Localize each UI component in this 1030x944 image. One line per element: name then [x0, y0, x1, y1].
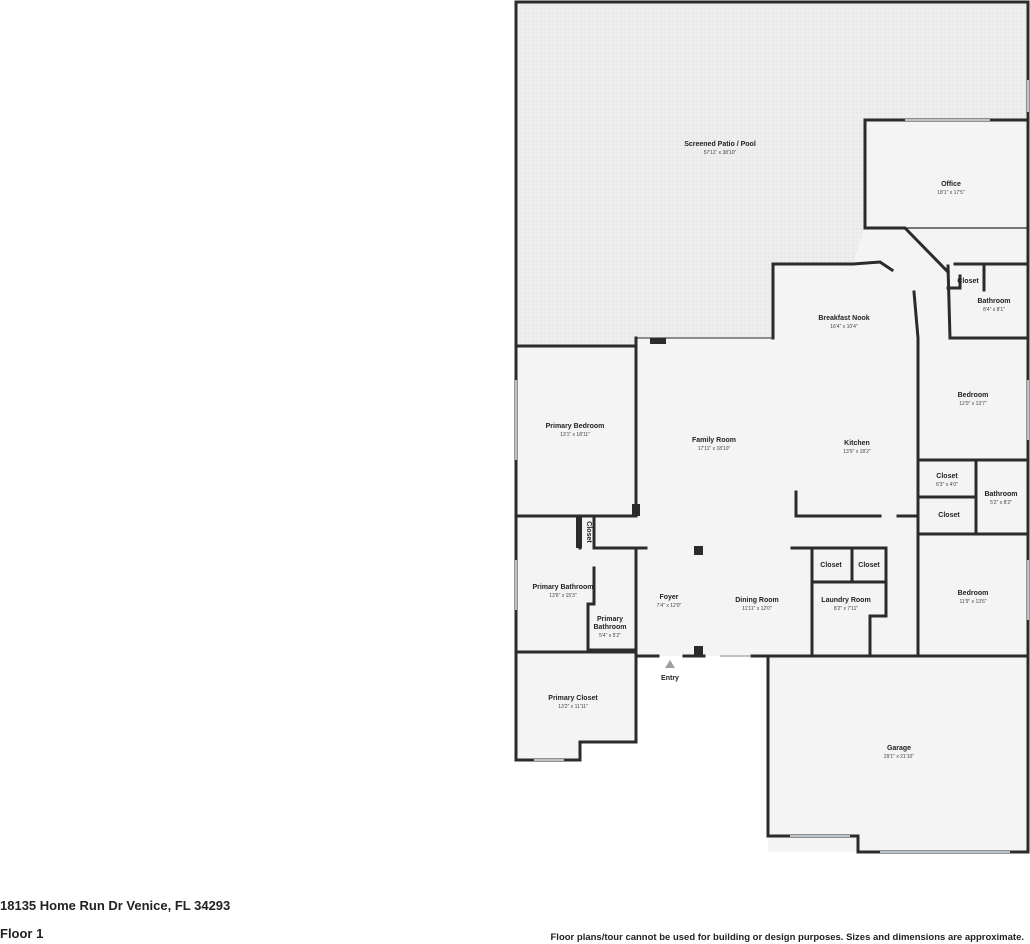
- patio-dimensions: 57'11" x 38'10": [704, 150, 737, 156]
- laundry-room-dimensions: 8'2" x 7'11": [834, 606, 858, 612]
- closet-office-label: Closet: [957, 278, 979, 285]
- closet-2-label: Closet: [936, 473, 958, 480]
- family-room-label: Family Room: [692, 437, 736, 444]
- primary-bathroom-label: Primary Bathroom: [532, 584, 593, 591]
- entry-arrow-icon: [665, 660, 675, 668]
- office-label: Office: [941, 181, 961, 188]
- bathroom-2-dimensions: 5'2" x 8'2": [990, 500, 1012, 506]
- closet-2-dimensions: 6'3" x 4'0": [936, 482, 958, 488]
- foyer-label: Foyer: [659, 594, 678, 601]
- bathroom-1-label: Bathroom: [977, 298, 1010, 305]
- wall-blocks: [576, 338, 703, 656]
- primary-bathroom-dimensions: 13'6" x 15'3": [549, 593, 577, 599]
- entry-label: Entry: [661, 675, 679, 682]
- property-address: 18135 Home Run Dr Venice, FL 34293: [0, 898, 231, 913]
- disclaimer-text: Floor plans/tour cannot be used for buil…: [550, 932, 1025, 943]
- bedroom-1-dimensions: 12'0" x 13'7": [959, 401, 987, 407]
- dining-room-dimensions: 11'11" x 12'0": [742, 606, 772, 612]
- closet-3-label: Closet: [938, 512, 960, 519]
- patio-area: [516, 2, 1028, 346]
- kitchen-dimensions: 13'9" x 18'2": [843, 449, 871, 455]
- primary-bathroom-small-dimensions: 5'4" x 5'2": [599, 633, 621, 639]
- garage-floor: [768, 656, 1028, 852]
- primary-closet-label: Primary Closet: [548, 695, 598, 702]
- bedroom-2-dimensions: 11'9" x 13'6": [959, 599, 986, 605]
- bedroom-1-label: Bedroom: [958, 392, 989, 399]
- dining-room-label: Dining Room: [735, 597, 779, 604]
- nook-label: Breakfast Nook: [818, 315, 869, 322]
- family-room-dimensions: 17'11" x 18'10": [698, 446, 731, 452]
- primary-bathroom-small-label-line1: Primary: [597, 616, 623, 623]
- closet-b-label: Closet: [858, 562, 880, 569]
- kitchen-label: Kitchen: [844, 440, 870, 447]
- bathroom-1-dimensions: 8'4" x 8'1": [983, 307, 1005, 313]
- primary-bedroom-dimensions: 13'1" x 18'11": [560, 432, 590, 438]
- primary-bathroom-small-label-line2: Bathroom: [593, 624, 626, 631]
- primary-bedroom-label: Primary Bedroom: [546, 423, 605, 430]
- nook-dimensions: 16'4" x 10'4": [830, 324, 858, 330]
- interior-floor: [516, 120, 1028, 760]
- garage-dimensions: 29'1" x 21'10": [884, 754, 914, 760]
- garage-label: Garage: [887, 745, 911, 752]
- patio-label: Screened Patio / Pool: [684, 141, 756, 148]
- walls: [514, 0, 1030, 854]
- foyer-dimensions: 7'4" x 12'0": [657, 603, 682, 609]
- closet-a-label: Closet: [820, 562, 842, 569]
- office-dimensions: 18'1" x 17'5": [937, 190, 965, 196]
- floor-label: Floor 1: [0, 926, 44, 941]
- windows: [515, 80, 1029, 853]
- primary-closet-dimensions: 13'2" x 11'11": [558, 704, 588, 710]
- closet-vertical-label: Closet: [585, 521, 592, 543]
- bathroom-2-label: Bathroom: [984, 491, 1017, 498]
- bedroom-2-label: Bedroom: [958, 590, 989, 597]
- laundry-room-label: Laundry Room: [821, 597, 870, 604]
- room-labels: Screened Patio / Pool 57'11" x 38'10" Of…: [532, 141, 1017, 760]
